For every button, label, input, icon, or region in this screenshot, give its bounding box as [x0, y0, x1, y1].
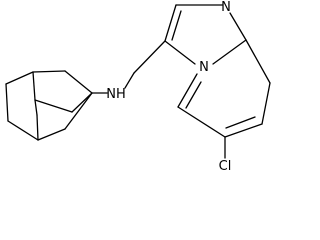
- bond: [212, 39, 247, 65]
- bond: [261, 82, 271, 125]
- bond: [34, 99, 38, 116]
- bond: [5, 83, 9, 122]
- bond: [5, 71, 34, 85]
- bond: [37, 128, 66, 141]
- bond: [124, 72, 135, 89]
- chlorine-label: Cl: [219, 159, 232, 174]
- bond: [245, 39, 271, 84]
- imidazole-n-label: N: [221, 0, 231, 15]
- bond: [32, 71, 36, 101]
- amine-nh-label: NH: [106, 87, 126, 102]
- bond: [133, 40, 166, 74]
- bond: [7, 120, 39, 141]
- bond: [225, 116, 256, 129]
- bond: [229, 12, 247, 41]
- bond: [64, 70, 93, 94]
- bond: [164, 40, 196, 65]
- bridgehead-n-label: N: [199, 60, 209, 75]
- bond: [32, 70, 66, 73]
- bond: [185, 81, 202, 109]
- bond: [164, 4, 177, 42]
- bond: [34, 99, 73, 113]
- bond: [36, 114, 39, 141]
- bond-lines: [5, 4, 271, 159]
- bond: [177, 73, 198, 108]
- structure-canvas: NH N N Cl: [5, 0, 271, 174]
- bond: [171, 10, 182, 41]
- molecule-drawing: NH N N Cl: [5, 0, 271, 174]
- bond: [64, 92, 93, 130]
- bond: [224, 123, 263, 138]
- bond: [177, 106, 226, 138]
- bond: [71, 92, 93, 113]
